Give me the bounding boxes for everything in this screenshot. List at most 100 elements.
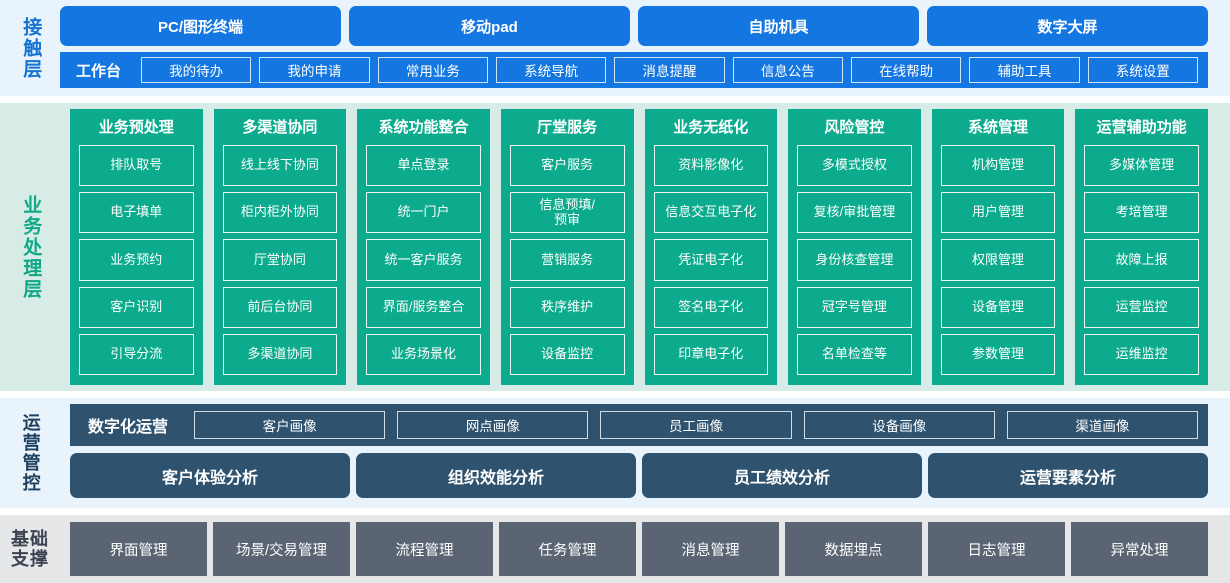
workbench-item-announcement[interactable]: 信息公告 (732, 57, 843, 83)
foundation-item-log-management[interactable]: 日志管理 (928, 522, 1065, 576)
foundation-item-exception-handling[interactable]: 异常处理 (1071, 522, 1208, 576)
column-title: 业务预处理 (98, 119, 174, 136)
column-title: 多渠道协同 (242, 119, 318, 136)
business-item[interactable]: 权限管理 (940, 239, 1056, 281)
business-item[interactable]: 多渠道协同 (222, 333, 338, 376)
business-item[interactable]: 前后台协同 (222, 286, 338, 328)
business-item[interactable]: 电子填单 (79, 192, 194, 234)
business-item[interactable]: 设备管理 (940, 286, 1056, 328)
business-item[interactable]: 资料影像化 (653, 145, 769, 187)
touch-layer-content: PC/图形终端 移动pad 自助机具 数字大屏 工作台 我的待办 我的申请 常用… (60, 6, 1230, 90)
workbench-item-system-nav[interactable]: 系统导航 (496, 57, 607, 83)
terminal-chip-pc[interactable]: PC/图形终端 (60, 6, 341, 46)
business-item[interactable]: 客户服务 (509, 145, 625, 187)
workbench-item-applications[interactable]: 我的申请 (259, 57, 370, 83)
business-item[interactable]: 业务预约 (79, 239, 194, 281)
band-divider-2 (0, 391, 1230, 398)
business-item[interactable]: 排队取号 (79, 145, 194, 187)
business-item[interactable]: 运营监控 (1084, 286, 1199, 328)
workbench-item-aux-tools[interactable]: 辅助工具 (969, 57, 1080, 83)
portrait-item-channel[interactable]: 渠道画像 (1006, 411, 1199, 439)
business-item[interactable]: 用户管理 (940, 192, 1056, 234)
business-item[interactable]: 凭证电子化 (653, 239, 769, 281)
business-item[interactable]: 统一门户 (366, 192, 481, 234)
business-item[interactable]: 柜内柜外协同 (222, 192, 338, 234)
business-item[interactable]: 身份核查管理 (797, 239, 912, 281)
business-item[interactable]: 统一客户服务 (366, 239, 481, 281)
business-column-paperless: 业务无纸化 资料影像化 信息交互电子化 凭证电子化 签名电子化 印章电子化 (644, 109, 778, 385)
analysis-item-customer-experience[interactable]: 客户体验分析 (70, 453, 350, 498)
business-item[interactable]: 名单检查等 (797, 333, 912, 376)
business-item[interactable]: 业务场景化 (366, 333, 481, 376)
workbench-item-todo[interactable]: 我的待办 (141, 57, 252, 83)
touch-layer-label: 接触层 (0, 6, 60, 90)
business-item[interactable]: 故障上报 (1084, 239, 1199, 281)
business-layer-content: 业务预处理 排队取号 电子填单 业务预约 客户识别 引导分流 多渠道协同 线上线… (60, 109, 1230, 385)
foundation-layer-content: 界面管理 场景/交易管理 流程管理 任务管理 消息管理 数据埋点 日志管理 异常… (60, 522, 1230, 576)
workbench-item-common-business[interactable]: 常用业务 (377, 57, 488, 83)
business-item[interactable]: 签名电子化 (653, 286, 769, 328)
analysis-row: 客户体验分析 组织效能分析 员工绩效分析 运营要素分析 (70, 453, 1208, 498)
business-item[interactable]: 界面/服务整合 (366, 286, 481, 328)
business-item[interactable]: 冠字号管理 (797, 286, 912, 328)
foundation-item-ui-management[interactable]: 界面管理 (70, 522, 207, 576)
business-item[interactable]: 设备监控 (509, 333, 625, 376)
terminal-chip-pad[interactable]: 移动pad (349, 6, 630, 46)
touch-layer-band: 接触层 PC/图形终端 移动pad 自助机具 数字大屏 工作台 我的待办 我的申… (0, 0, 1230, 96)
business-item[interactable]: 引导分流 (79, 333, 194, 376)
foundation-item-task-management[interactable]: 任务管理 (499, 522, 636, 576)
foundation-item-scenario-transaction[interactable]: 场景/交易管理 (213, 522, 350, 576)
business-column-operation-support: 运营辅助功能 多媒体管理 考培管理 故障上报 运营监控 运维监控 (1075, 109, 1208, 385)
business-item[interactable]: 秩序维护 (509, 286, 625, 328)
business-item[interactable]: 单点登录 (366, 145, 481, 187)
terminal-chip-kiosk[interactable]: 自助机具 (638, 6, 919, 46)
analysis-item-staff-performance[interactable]: 员工绩效分析 (642, 453, 922, 498)
foundation-item-data-tracking[interactable]: 数据埋点 (785, 522, 922, 576)
business-item[interactable]: 复核/审批管理 (797, 192, 912, 234)
workbench-item-online-help[interactable]: 在线帮助 (850, 57, 962, 83)
foundation-layer-label: 基础支撑 (0, 522, 60, 576)
business-item[interactable]: 厅堂协同 (222, 239, 338, 281)
terminal-row: PC/图形终端 移动pad 自助机具 数字大屏 (60, 6, 1208, 46)
foundation-item-process-management[interactable]: 流程管理 (356, 522, 493, 576)
business-column-risk-control: 风险管控 多模式授权 复核/审批管理 身份核查管理 冠字号管理 名单检查等 (788, 109, 921, 385)
analysis-item-operation-factors[interactable]: 运营要素分析 (928, 453, 1208, 498)
portrait-item-staff[interactable]: 员工画像 (600, 411, 792, 439)
business-column-system-integration: 系统功能整合 单点登录 统一门户 统一客户服务 界面/服务整合 业务场景化 (357, 109, 490, 385)
workbench-item-message-alert[interactable]: 消息提醒 (614, 57, 725, 83)
column-title: 厅堂服务 (537, 119, 598, 136)
business-item[interactable]: 线上线下协同 (222, 145, 338, 187)
portrait-item-device[interactable]: 设备画像 (803, 411, 995, 439)
operations-layer-label: 运营管控 (0, 404, 60, 502)
business-item[interactable]: 多模式授权 (797, 145, 912, 187)
business-item[interactable]: 客户识别 (79, 286, 194, 328)
operations-layer-band: 运营管控 数字化运营 客户画像 网点画像 员工画像 设备画像 渠道画像 客户体验… (0, 398, 1230, 508)
business-item[interactable]: 运维监控 (1084, 333, 1199, 376)
workbench-item-system-settings[interactable]: 系统设置 (1087, 57, 1198, 83)
digital-operations-title: 数字化运营 (88, 419, 169, 436)
portrait-item-customer[interactable]: 客户画像 (194, 411, 386, 439)
business-item[interactable]: 考培管理 (1084, 192, 1199, 234)
business-layer-label: 业务处理层 (0, 109, 60, 385)
business-column-preprocess: 业务预处理 排队取号 电子填单 业务预约 客户识别 引导分流 (70, 109, 203, 385)
business-item[interactable]: 机构管理 (940, 145, 1056, 187)
business-item[interactable]: 信息预填/预审 (509, 192, 625, 234)
business-column-multichannel: 多渠道协同 线上线下协同 柜内柜外协同 厅堂协同 前后台协同 多渠道协同 (213, 109, 347, 385)
foundation-layer-band: 基础支撑 界面管理 场景/交易管理 流程管理 任务管理 消息管理 数据埋点 日志… (0, 515, 1230, 583)
column-title: 运营辅助功能 (1096, 119, 1187, 136)
business-item[interactable]: 信息交互电子化 (653, 192, 769, 234)
workbench-title: 工作台 (76, 62, 122, 80)
digital-operations-row: 数字化运营 客户画像 网点画像 员工画像 设备画像 渠道画像 (70, 404, 1208, 446)
business-item[interactable]: 多媒体管理 (1084, 145, 1199, 187)
terminal-chip-screen[interactable]: 数字大屏 (927, 6, 1208, 46)
band-divider-3 (0, 508, 1230, 515)
analysis-item-org-efficiency[interactable]: 组织效能分析 (356, 453, 636, 498)
business-item[interactable]: 参数管理 (940, 333, 1056, 376)
portrait-item-branch[interactable]: 网点画像 (397, 411, 589, 439)
business-item[interactable]: 营销服务 (509, 239, 625, 281)
foundation-layer-label-text: 基础支撑 (11, 528, 49, 569)
workbench-row: 工作台 我的待办 我的申请 常用业务 系统导航 消息提醒 信息公告 在线帮助 辅… (60, 52, 1208, 88)
foundation-item-message-management[interactable]: 消息管理 (642, 522, 779, 576)
business-item[interactable]: 印章电子化 (653, 333, 769, 376)
